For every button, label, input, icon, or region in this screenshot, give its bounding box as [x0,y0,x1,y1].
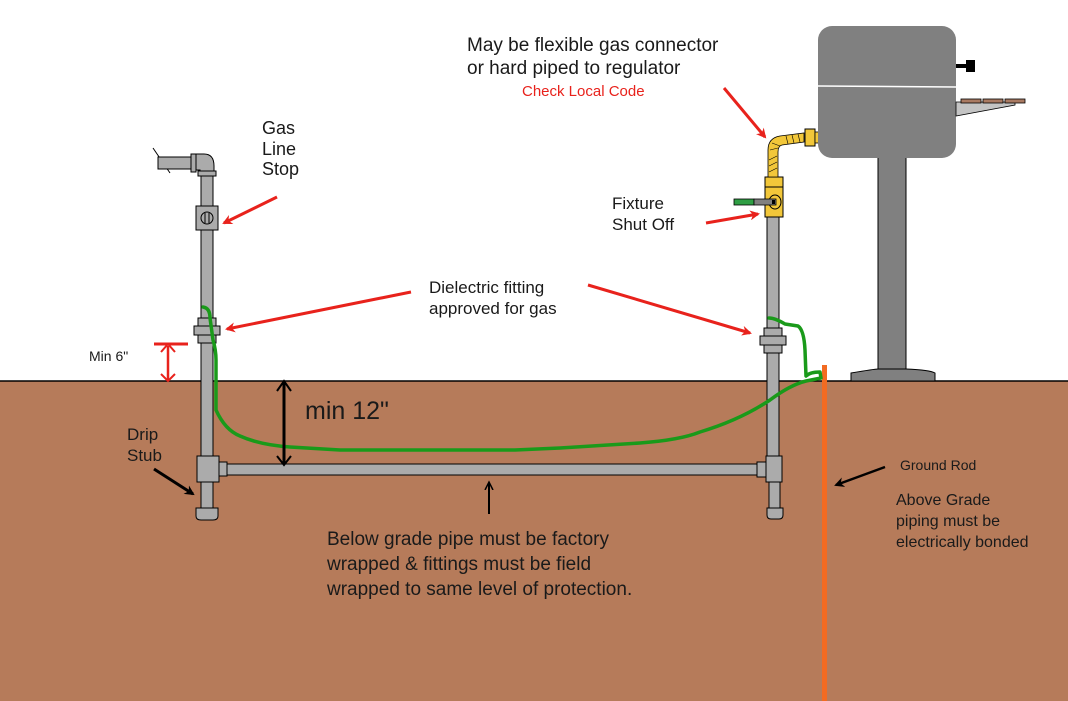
flex-connector-nut [804,128,816,147]
left-dielectric-fitting-body [193,325,221,336]
valve-handle-gray [753,198,777,206]
check-local-code-label: Check Local Code [522,83,645,100]
gas-line-stop-label: Gas Line Stop [262,118,300,180]
connector-note-label: May be flexible gas connector or hard pi… [467,35,719,79]
left-top-coupling [190,153,197,173]
right-dielectric-fitting-lower [763,344,783,354]
min-12-label: min 12" [305,397,389,425]
grill-base [850,368,936,382]
below-grade-pipe [226,463,758,476]
left-dielectric-fitting-upper [197,317,217,327]
left-elbow-collar [197,170,217,177]
valve-handle-green [733,198,755,206]
grill-lid-seam [817,85,957,88]
ground-rod-label: Ground Rod [900,457,977,473]
drip-stub-label: Drip Stub [127,425,162,465]
below-grade-note: Below grade pipe must be factory wrapped… [327,529,633,600]
grill-handle [966,60,975,72]
grill-body [818,26,956,158]
left-top-horizontal-pipe [157,156,195,170]
grill-handle-stem [956,64,966,68]
right-tee-fitting [765,455,783,483]
drip-stub-cap [195,507,219,521]
min-6-label: Min 6" [89,348,129,364]
fixture-shut-off-label: Fixture Shut Off [612,194,675,234]
min-6-dimension [154,342,188,383]
side-shelf-board-1 [960,98,982,104]
left-riser [152,147,228,521]
ground-rod [822,365,827,701]
flex-connector-base-nut [764,176,784,188]
grill-post [877,155,907,377]
side-shelf-bracket [955,101,1016,117]
arrow-to-ground-rod [834,465,886,487]
gas-stop-valve-dial [200,211,214,225]
left-tee-fitting [196,455,220,483]
bonding-note: Above Grade piping must be electrically … [896,492,1029,551]
arrow-to-connector [722,87,767,139]
min-12-dimension [276,379,292,467]
left-elbow [195,153,215,173]
dielectric-fitting-label: Dielectric fitting approved for gas [429,278,557,318]
arrow-to-left-dielectric [225,290,412,333]
right-tee-branch [756,461,767,478]
left-tee-branch [218,461,228,477]
side-shelf-board-3 [1004,98,1026,104]
arrow-to-right-dielectric [587,283,752,336]
right-dielectric-fitting-body [759,335,787,346]
right-dielectric-fitting-upper [763,327,783,337]
gas-grill [817,26,1026,382]
right-drip-pipe [768,481,781,509]
left-dielectric-fitting-lower [197,334,217,344]
arrow-to-gas-stop [222,195,278,225]
right-drip-cap [766,507,784,520]
side-shelf-board-2 [982,98,1004,104]
arrow-to-drip-stub [153,467,195,496]
flexible-gas-connector [767,132,805,178]
arrow-to-fixture-valve [705,210,760,225]
drip-stub-pipe [200,481,214,509]
soil-ground [0,381,1068,701]
bonding-wire [201,305,823,452]
